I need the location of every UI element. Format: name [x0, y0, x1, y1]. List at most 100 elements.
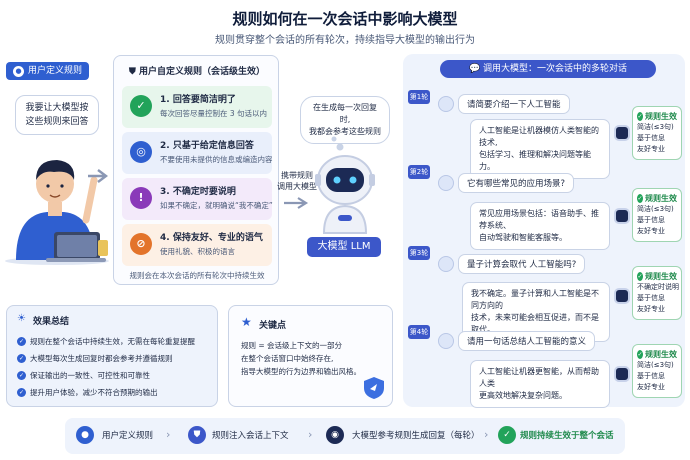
user-rules-tag-label: 用户定义规则	[28, 66, 83, 76]
rule-desc: 使用礼貌、积极的语言	[160, 247, 235, 256]
arrow-right-icon	[284, 197, 309, 209]
process-flow-bar	[65, 418, 625, 454]
user-avatar	[438, 333, 454, 349]
check-icon: ✓	[17, 371, 26, 380]
rule-title: 3. 不确定时要说明	[160, 187, 236, 197]
rules-card: ⛊ 用户自定义规则（会话级生效） ✓ 1. 回答要简洁明了 每次回答尽量控制在 …	[113, 55, 279, 285]
rule-title: 4. 保持友好、专业的语气	[160, 233, 263, 243]
arrow-right-icon	[88, 169, 108, 183]
summary-item: ✓提升用户体验，减少不符合预期的输出	[17, 388, 158, 397]
robot-avatar	[614, 366, 630, 382]
exclamation-icon: !	[130, 187, 152, 209]
check-icon: ✓	[17, 337, 26, 346]
rule-title: 2. 只基于给定信息回答	[160, 141, 254, 151]
user-avatar	[438, 256, 454, 272]
thought-dot	[331, 136, 337, 142]
round-tag: 第3轮	[408, 246, 430, 260]
person-raised-arm	[82, 176, 98, 224]
key-point-text: 规则 = 会话级上下文的一部分 在整个会话窗口中始终存在, 指导大模型的行为边界…	[241, 341, 361, 376]
person-eye	[60, 184, 64, 188]
flow-step: 大模型参考规则生成回复（每轮）	[352, 431, 480, 441]
round-tag: 第1轮	[408, 90, 430, 104]
arrow-right-icon: ›	[484, 428, 489, 441]
user-icon: ●	[13, 65, 24, 77]
user-speech-bubble: 我要让大模型按 这些规则来回答	[15, 95, 99, 135]
chat-icon: 💬	[468, 64, 481, 74]
page-subtitle: 规则贯穿整个会话的所有轮次，持续指导大模型的输出行为	[215, 35, 475, 46]
person-at-laptop-illustration	[5, 160, 109, 265]
thought-dot	[336, 143, 344, 151]
arrow-right-icon: ›	[166, 428, 171, 441]
dialogue-panel-title: 💬 调用大模型：一次会话中的多轮对话	[440, 60, 656, 78]
no-icon: ⊘	[130, 233, 152, 255]
round-tag: 第2轮	[408, 165, 430, 179]
person-eye	[46, 184, 50, 188]
user-question: 请简要介绍一下人工智能	[458, 94, 570, 114]
robot-ear	[315, 174, 321, 186]
robot-avatar	[614, 288, 630, 304]
robot-illustration	[315, 136, 375, 234]
summary-title: 效果总结	[33, 317, 70, 327]
rule-desc: 每次回答尽量控制在 3 句话以内	[160, 109, 268, 118]
robot-eye	[333, 176, 341, 184]
target-icon: ◎	[130, 141, 152, 163]
shield-icon: ⛊	[129, 67, 136, 77]
robot-face	[326, 168, 364, 192]
rule-effect-card: ✓规则生效 简洁(≤3句) 基于信息 友好专业	[632, 106, 682, 160]
user-question: 它有哪些常见的应用场景?	[458, 173, 575, 193]
key-point-title: 关键点	[259, 321, 287, 331]
rule-item: ✓ 1. 回答要简洁明了 每次回答尽量控制在 3 句话以内	[122, 86, 272, 128]
user-avatar	[438, 175, 454, 191]
robot-avatar	[614, 125, 630, 141]
robot-ear	[369, 174, 375, 186]
user-question: 量子计算会取代 人工智能吗?	[458, 254, 586, 274]
effect-summary-card: ☀ 效果总结 ✓规则在整个会话中持续生效，无需在每轮重复提醒 ✓大模型每次生成回…	[6, 305, 218, 407]
person-head	[36, 165, 74, 203]
laptop-base	[46, 258, 106, 262]
check-icon: ✓	[17, 354, 26, 363]
check-icon: ✓	[637, 350, 643, 359]
summary-item: ✓大模型每次生成回复时都会参考并遵循规则	[17, 354, 173, 363]
person-smile	[49, 194, 61, 198]
model-answer: 人工智能是让机器模仿人类智能的技术, 包括学习、推理和解决问题等能力。	[470, 119, 610, 179]
person-hair	[36, 160, 75, 180]
lightbulb-icon: ☀	[17, 313, 26, 324]
flow-step: 规则注入会话上下文	[212, 431, 289, 441]
arrow-right-icon: ›	[308, 428, 313, 441]
rule-item: ! 3. 不确定时要说明 如果不确定，就明确说“我不确定”	[122, 178, 273, 220]
rule-effect-card: ✓规则生效 不确定时说明 基于信息 友好专业	[632, 266, 682, 320]
rule-effect-card: ✓规则生效 简洁(≤3句) 基于信息 友好专业	[632, 188, 682, 242]
model-answer: 人工智能让机器更智能，从而帮助人类 更高效地解决复杂问题。	[470, 360, 610, 408]
check-icon: ✓	[130, 95, 152, 117]
user-avatar	[438, 96, 454, 112]
rules-card-footer: 规则会在本次会话的所有轮次中持续生效	[129, 271, 265, 280]
key-point-card: ★ 关键点 规则 = 会话级上下文的一部分 在整个会话窗口中始终存在, 指导大模…	[228, 305, 393, 407]
shield-icon	[364, 377, 384, 399]
llm-thought-bubble: 在生成每一次回复时, 我都会参考这些规则	[300, 96, 390, 144]
cup	[98, 240, 108, 256]
page-title: 规则如何在一次会话中影响大模型	[232, 10, 458, 28]
rules-card-title: ⛊ 用户自定义规则（会话级生效）	[129, 67, 265, 77]
user-bubble-line: 我要让大模型按	[25, 103, 89, 113]
carry-rules-label: 携带规则 调用大模型	[277, 171, 317, 191]
check-icon: ✓	[637, 194, 643, 203]
shield-icon: ⛊	[188, 426, 206, 444]
person-neck	[48, 202, 62, 216]
robot-avatar	[614, 208, 630, 224]
user-question: 请用一句话总结人工智能的意义	[458, 331, 596, 351]
flow-step: 用户定义规则	[102, 431, 154, 441]
user-icon: ●	[76, 426, 94, 444]
rule-title: 1. 回答要简洁明了	[160, 95, 236, 105]
rule-desc: 不要使用未提供的信息或编造内容	[160, 155, 273, 164]
check-icon: ✓	[17, 388, 26, 397]
model-answer: 常见应用场景包括：语音助手、推荐系统、 自动驾驶和智能客服等。	[470, 202, 610, 250]
summary-item: ✓规则在整个会话中持续生效，无需在每轮重复提醒	[17, 337, 195, 346]
check-icon: ✓	[637, 272, 643, 281]
rule-item: ⊘ 4. 保持友好、专业的语气 使用礼貌、积极的语言	[122, 224, 272, 266]
rule-effect-card: ✓规则生效 简洁(≤3句) 基于信息 友好专业	[632, 344, 682, 398]
robot-chest-light	[338, 215, 352, 221]
user-rules-tag: ● 用户定义规则	[6, 62, 90, 80]
robot-eye	[349, 176, 357, 184]
check-icon: ✓	[498, 426, 516, 444]
rule-item: ◎ 2. 只基于给定信息回答 不要使用未提供的信息或编造内容	[122, 132, 273, 174]
